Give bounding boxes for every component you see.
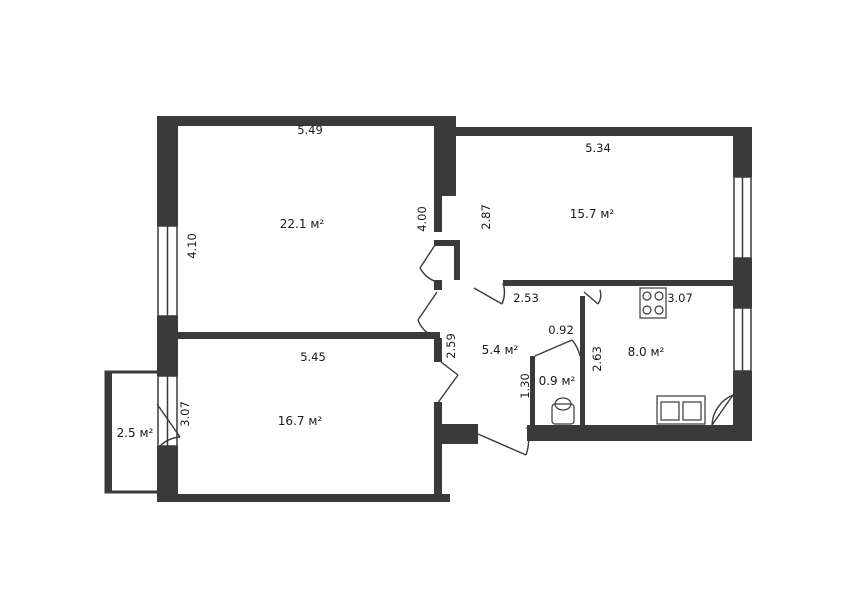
doors bbox=[156, 241, 734, 456]
room-right-area: 15.7 м² bbox=[570, 207, 615, 221]
wc-width: 0.92 bbox=[548, 323, 574, 337]
kitchen-area: 8.0 м² bbox=[628, 345, 665, 359]
wc-height: 1.30 bbox=[518, 373, 532, 399]
room-bottom-width: 5.45 bbox=[300, 350, 326, 364]
hallway-area: 5.4 м² bbox=[482, 343, 519, 357]
windows bbox=[157, 176, 752, 447]
kitchen-height: 2.63 bbox=[590, 346, 604, 372]
room-bottom-area: 16.7 м² bbox=[278, 414, 323, 428]
balcony-area: 2.5 м² bbox=[117, 426, 154, 440]
sink-icon bbox=[656, 395, 706, 425]
hallway-width: 2.53 bbox=[513, 291, 539, 305]
room-right-width: 5.34 bbox=[585, 141, 611, 155]
room-right-height: 2.87 bbox=[479, 204, 493, 230]
room-large-width: 5.49 bbox=[297, 123, 323, 137]
room-large-depth: 4.00 bbox=[415, 206, 429, 232]
walls bbox=[157, 116, 752, 502]
room-bottom-height: 3.07 bbox=[178, 401, 192, 427]
room-large-height: 4.10 bbox=[185, 233, 199, 259]
stove-icon bbox=[639, 287, 667, 319]
balcony-outline bbox=[104, 370, 157, 494]
room-large-area: 22.1 м² bbox=[280, 217, 325, 231]
wc-area: 0.9 м² bbox=[539, 374, 576, 388]
hallway-height: 2.59 bbox=[444, 333, 458, 359]
kitchen-width: 3.07 bbox=[667, 291, 693, 305]
toilet-icon bbox=[551, 397, 575, 425]
